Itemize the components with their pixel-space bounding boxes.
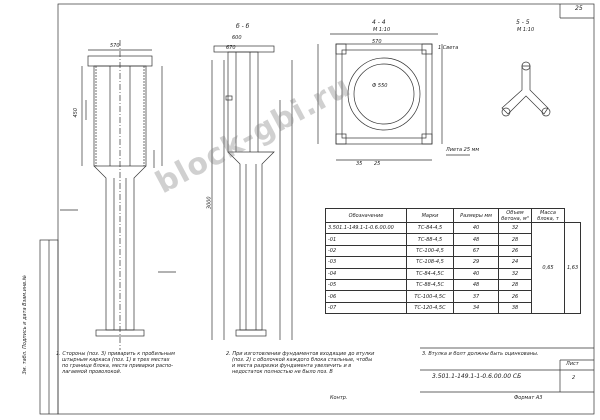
note-2d: недостаток полностью не было поз. В <box>232 369 333 375</box>
table-cell-b: 24 <box>498 256 532 269</box>
kontr-label: Контр. <box>330 395 348 401</box>
dim-label: 570 <box>110 43 120 49</box>
table-cell-code: -06 <box>325 290 407 303</box>
note-2b: (поз. 2) с оболочкой каждого блока сталь… <box>232 357 373 363</box>
th-sizes: Размеры мм <box>453 208 499 223</box>
label-section-5-scale: М 1:10 <box>517 27 535 33</box>
th-volume: Объем бетона, м³ <box>498 208 532 223</box>
table-cell-d: 48 <box>453 233 499 246</box>
note-1: 1. Стороны (поз. 3) приварить к пробильн… <box>56 351 175 357</box>
table-cell-b: 32 <box>498 221 532 235</box>
note-svet: 1 Света <box>438 45 459 51</box>
table-cell-b: 38 <box>498 301 532 315</box>
mass-value: 1,63 <box>563 221 582 315</box>
table-cell-code: -04 <box>325 267 407 280</box>
table-cell-code: -02 <box>325 244 407 258</box>
table-cell-code: -01 <box>325 233 407 246</box>
dim-label: 450 <box>73 107 80 118</box>
table-cell-marka: ТС-120-4,5С <box>406 301 454 315</box>
table-cell-d: 40 <box>453 267 499 280</box>
table-cell-d: 34 <box>453 301 499 315</box>
table-cell-marka: ТС-100-4,5С <box>406 290 454 303</box>
sheet-number: 2 <box>572 375 576 381</box>
table-cell-marka: ТС-88-4,5С <box>406 278 454 292</box>
table-cell-code: -05 <box>325 278 407 292</box>
plan-view <box>317 33 470 161</box>
label-section-4-scale: М 1:10 <box>373 27 391 33</box>
table-cell-b: 26 <box>498 290 532 303</box>
volume-value: 0,65 <box>531 221 565 315</box>
table-cell-marka: ТС-84-4,5 <box>406 221 454 235</box>
dim-label: 570 <box>372 39 382 45</box>
note-3: 3. Втулка и болт должны быть оцинкованы. <box>422 351 539 357</box>
table-cell-b: 28 <box>498 278 532 292</box>
th-marka: Марки <box>406 208 454 223</box>
label-section-b: б - б <box>236 23 250 30</box>
format-label: Формат А3 <box>514 395 543 401</box>
table-cell-code: -07 <box>325 301 407 315</box>
circle-diameter: Ф 550 <box>372 83 388 89</box>
section-y-view <box>501 61 551 117</box>
note-1d: лагаемой проволокой. <box>62 369 122 375</box>
table-cell-d: 37 <box>453 290 499 303</box>
table-cell-marka: ТС-100-4,5 <box>406 244 454 258</box>
table-cell-marka: ТС-108-4,5 <box>406 256 454 269</box>
label-section-5: 5 - 5 <box>516 19 530 26</box>
label-section-4: 4 - 4 <box>372 19 386 26</box>
sheet-frame <box>57 3 595 415</box>
section-b-b <box>211 45 293 340</box>
note-2: 2. При изготовлении фундаментов входящие… <box>226 351 375 357</box>
dim-label: 600 <box>232 35 242 41</box>
note-1c: по границе блока, места приварки распо- <box>62 363 173 369</box>
note-2c: и места разрезки фундамента увеличить и … <box>232 363 352 369</box>
front-view <box>60 40 176 350</box>
page-number: 25 <box>575 5 583 12</box>
table-cell-d: 29 <box>453 256 499 269</box>
table-cell-code: -03 <box>325 256 407 269</box>
dim-label: 3000 <box>206 196 213 210</box>
th-mass: Масса блока, т <box>531 208 565 223</box>
side-stamp-text: 3м. табл. Подпись и дата Взам.инв.№ <box>21 275 28 375</box>
table-cell-code: 3.501.1-149.1-1-0.6.00.00 <box>325 221 407 235</box>
table-cell-b: 26 <box>498 244 532 258</box>
dim-label: 25 <box>374 161 381 167</box>
note-lista: Лиета 25 мм <box>446 147 480 153</box>
table-cell-b: 28 <box>498 233 532 246</box>
table-cell-marka: ТС-84-4,5С <box>406 267 454 280</box>
doc-code: 3.501.1-149.1-1-0.6.00.00 СБ <box>432 373 522 380</box>
dim-label: 35 <box>356 161 363 167</box>
th-designation: Обозначение <box>325 208 407 223</box>
table-cell-b: 32 <box>498 267 532 280</box>
table-cell-d: 40 <box>453 221 499 235</box>
dim-label: 670 <box>226 45 236 51</box>
table-cell-marka: ТС-88-4,5 <box>406 233 454 246</box>
sheet-label: Лист <box>566 361 579 367</box>
specification-table: Обозначение Марки Размеры мм Объем бетон… <box>325 208 582 315</box>
table-cell-d: 67 <box>453 244 499 258</box>
table-cell-d: 48 <box>453 278 499 292</box>
note-1b: штырным каркаса (поз. 1) в трех местах <box>62 357 170 363</box>
